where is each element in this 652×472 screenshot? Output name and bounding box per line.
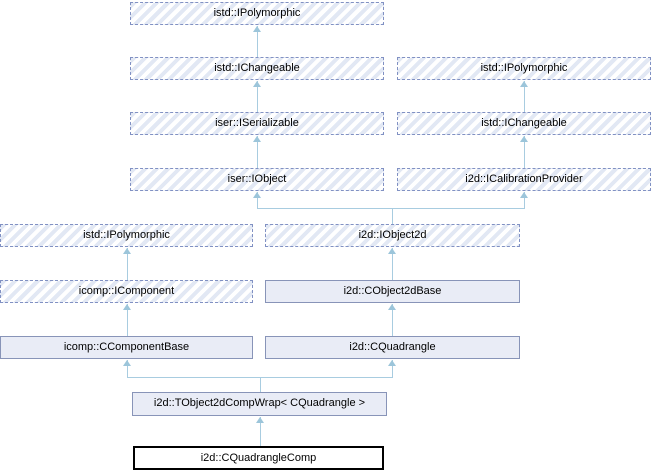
arrow-up-icon bbox=[253, 192, 261, 198]
arrow-up-icon bbox=[253, 136, 261, 142]
class-node-istd-ipolymorphic-left[interactable]: istd::IPolymorphic bbox=[0, 224, 253, 247]
edge-line bbox=[257, 81, 258, 112]
class-node-i2d-iobject2d[interactable]: i2d::IObject2d bbox=[265, 224, 520, 247]
edge-line bbox=[392, 248, 393, 280]
edge-line bbox=[260, 377, 261, 392]
class-node-i2d-cobject2dbase[interactable]: i2d::CObject2dBase bbox=[265, 280, 520, 303]
class-node-i2d-cquadrangle[interactable]: i2d::CQuadrangle bbox=[265, 336, 520, 359]
edge-line bbox=[127, 360, 128, 377]
edge-line bbox=[257, 26, 258, 57]
edge-line bbox=[257, 192, 258, 208]
class-node-icomp-icomponent[interactable]: icomp::IComponent bbox=[0, 280, 253, 303]
edge-line bbox=[257, 208, 525, 209]
edge-line bbox=[257, 136, 258, 168]
class-node-iser-iobject[interactable]: iser::IObject bbox=[130, 168, 384, 191]
class-node-i2d-tobject2dcompwrap[interactable]: i2d::TObject2dCompWrap< CQuadrangle > bbox=[132, 392, 387, 416]
arrow-up-icon bbox=[123, 248, 131, 254]
edge-line bbox=[524, 81, 525, 112]
edge-line bbox=[392, 360, 393, 377]
arrow-up-icon bbox=[253, 81, 261, 87]
edge-line bbox=[392, 208, 393, 224]
class-node-istd-ichangeable-mid[interactable]: istd::IChangeable bbox=[130, 57, 384, 80]
edge-line bbox=[524, 192, 525, 208]
class-node-istd-ipolymorphic-top[interactable]: istd::IPolymorphic bbox=[130, 2, 384, 25]
edge-line bbox=[127, 377, 393, 378]
arrow-up-icon bbox=[256, 417, 264, 423]
class-node-icomp-ccomponentbase[interactable]: icomp::CComponentBase bbox=[0, 336, 253, 359]
arrow-up-icon bbox=[520, 81, 528, 87]
class-node-istd-ipolymorphic-right[interactable]: istd::IPolymorphic bbox=[397, 57, 651, 80]
arrow-up-icon bbox=[520, 136, 528, 142]
edge-line bbox=[392, 304, 393, 336]
class-node-istd-ichangeable-right[interactable]: istd::IChangeable bbox=[397, 112, 651, 135]
edge-line bbox=[127, 304, 128, 336]
arrow-up-icon bbox=[520, 192, 528, 198]
arrow-up-icon bbox=[253, 26, 261, 32]
class-node-i2d-icalibrationprovider[interactable]: i2d::ICalibrationProvider bbox=[397, 168, 651, 191]
edge-line bbox=[260, 417, 261, 446]
edge-line bbox=[524, 136, 525, 168]
arrow-up-icon bbox=[123, 360, 131, 366]
arrow-up-icon bbox=[388, 360, 396, 366]
edge-line bbox=[127, 248, 128, 280]
arrow-up-icon bbox=[123, 304, 131, 310]
arrow-up-icon bbox=[388, 304, 396, 310]
arrow-up-icon bbox=[388, 248, 396, 254]
class-node-iser-iserializable[interactable]: iser::ISerializable bbox=[130, 112, 384, 135]
class-node-i2d-cquadranglecomp-current: i2d::CQuadrangleComp bbox=[133, 446, 384, 470]
